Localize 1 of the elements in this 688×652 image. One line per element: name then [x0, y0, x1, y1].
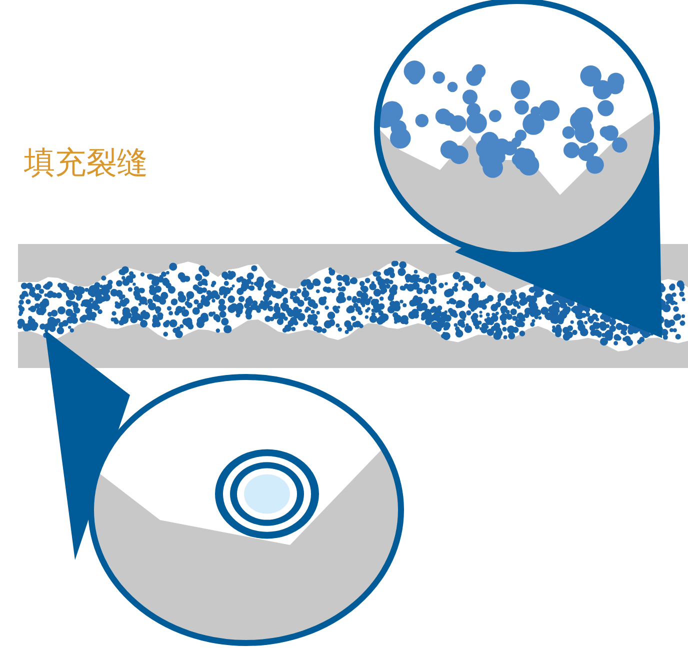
crack-filling-label: 填充裂缝 [24, 144, 148, 183]
